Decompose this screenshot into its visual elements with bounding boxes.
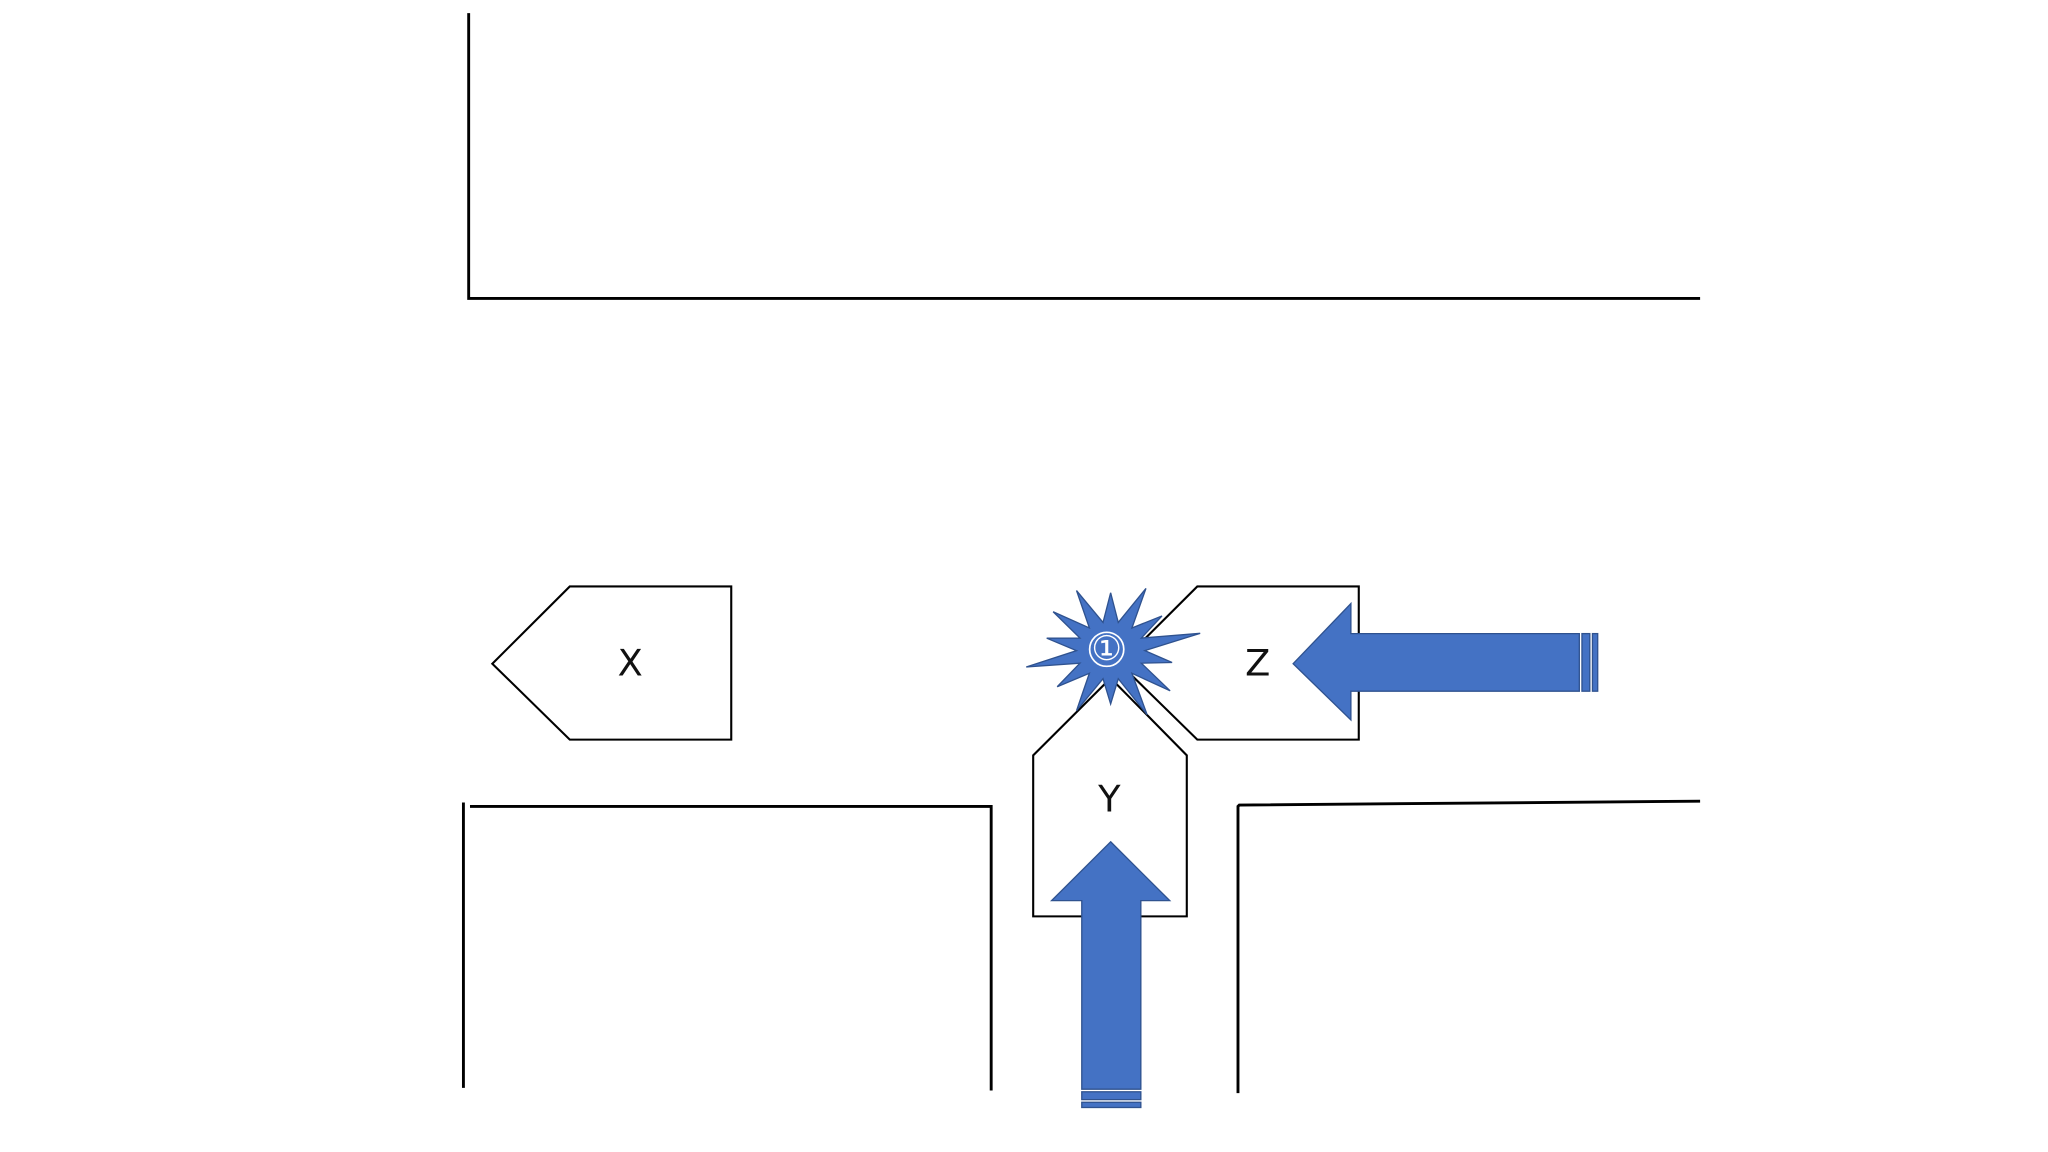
vehicle-y-label: Y — [1097, 778, 1121, 821]
vehicle-x: X — [490, 585, 733, 741]
vehicle-z-label: Z — [1245, 642, 1270, 685]
collision-number-circle — [1088, 631, 1125, 668]
collision-star-icon — [1026, 588, 1201, 716]
collision-burst: ① — [1026, 588, 1201, 716]
road-edges — [461, 13, 1701, 1094]
vehicle-x-label: X — [618, 642, 643, 685]
arrow-y-direction — [1049, 840, 1172, 1109]
collision-number: ① — [1091, 629, 1122, 669]
vehicle-y: Y — [1032, 676, 1188, 918]
road-edge-top — [467, 13, 1701, 300]
road-edge-bottom-left — [469, 804, 993, 1091]
road-edge-bottom-right — [1236, 799, 1701, 1094]
arrow-z-direction — [1292, 601, 1599, 722]
